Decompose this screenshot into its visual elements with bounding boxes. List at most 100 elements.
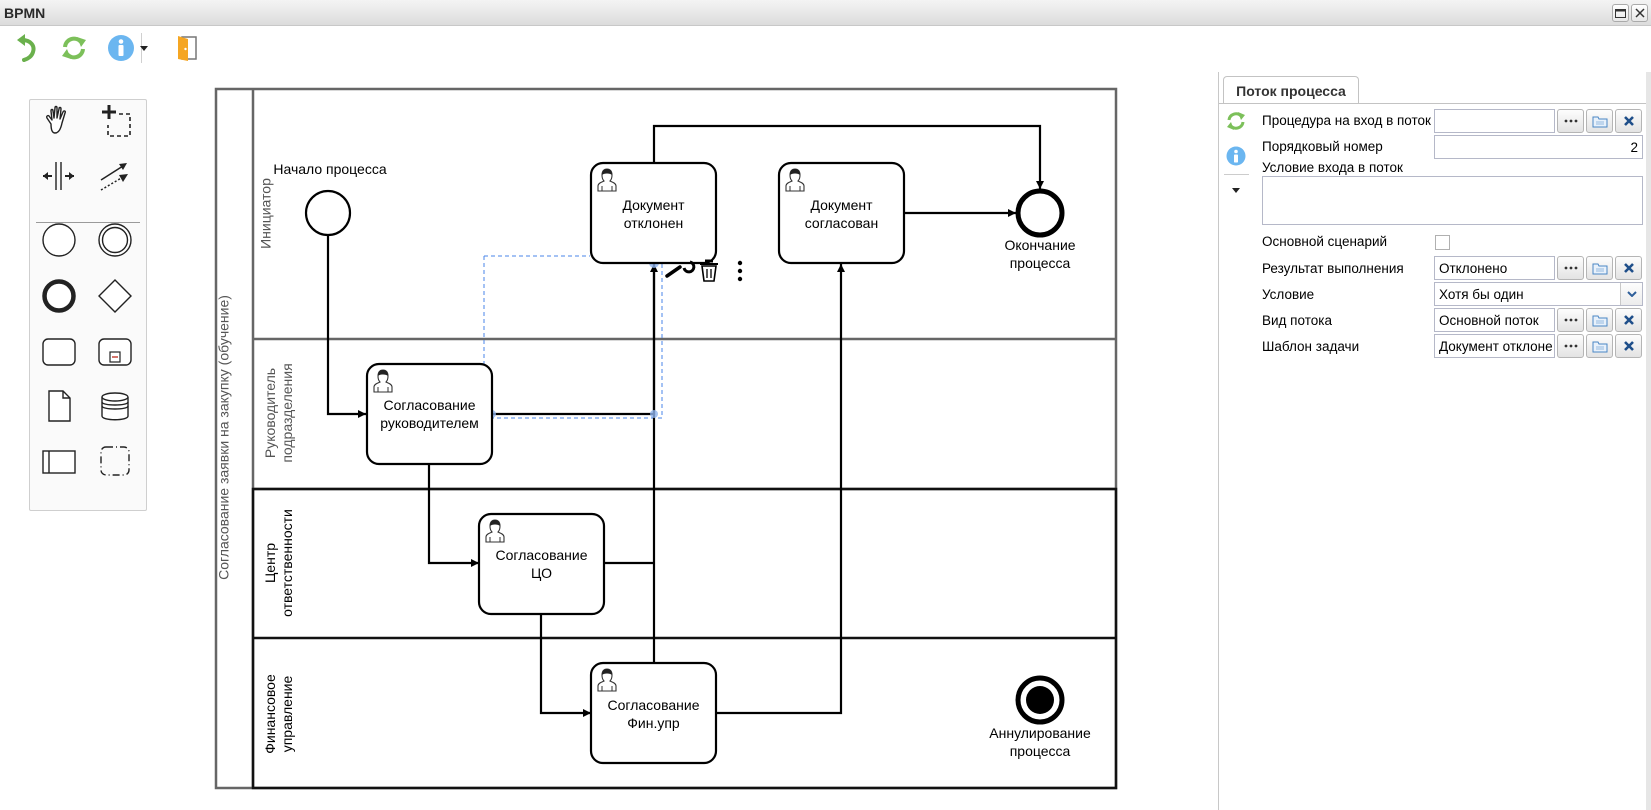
properties-dropdown-button[interactable] [1232,181,1240,196]
more-vertical-icon[interactable] [737,260,743,282]
properties-scrollbar[interactable] [1646,72,1651,810]
condition-select[interactable]: Хотя бы один [1434,282,1643,306]
task-label: Документ согласован [779,196,904,232]
maximize-icon [1615,8,1626,18]
info-properties-button[interactable] [1226,146,1246,169]
execution-result-browse-button[interactable] [1557,256,1584,280]
entry-condition-textarea[interactable] [1262,176,1643,225]
task-tool[interactable] [39,331,79,371]
end-event[interactable] [1015,188,1065,238]
label-line: ЦО [531,565,552,581]
tab-underline [1219,103,1646,104]
label-line: процесса [1009,743,1071,759]
task-document-approved[interactable] [777,161,906,265]
space-tool[interactable] [39,156,79,196]
entry-procedure-field[interactable] [1434,109,1555,133]
flow-type-clear-button[interactable] [1615,308,1642,332]
flow-head-to-co[interactable] [427,464,479,567]
flow-rejected-to-end[interactable] [652,124,1044,189]
task-document-rejected[interactable] [589,161,718,265]
palette-separator [36,222,140,223]
start-event-label: Начало процесса [273,161,387,177]
label-line: Фин.упр [627,715,680,731]
pool-tool[interactable] [39,441,79,481]
lane-label-line: Руководитель [262,367,278,459]
undo-button[interactable] [10,32,42,64]
lane-label-line: Финансовое [262,674,278,754]
task-icon [42,338,76,366]
main-scenario-checkbox[interactable] [1435,235,1450,250]
flow-type-open-button[interactable] [1586,308,1613,332]
properties-panel-border [1218,72,1219,810]
task-fin-approval[interactable] [589,661,718,765]
order-number-field[interactable]: 2 [1434,135,1643,159]
condition-label: Условие [1262,287,1315,302]
folder-icon [1592,315,1607,326]
flow-type-label: Вид потока [1262,313,1332,328]
refresh-properties-button[interactable] [1226,111,1246,134]
cancel-end-event[interactable] [1015,675,1065,725]
flow-type-field[interactable]: Основной поток [1434,308,1555,332]
connect-tool[interactable] [95,156,135,196]
label-line: согласован [804,215,879,231]
intermediate-event-tool[interactable] [95,220,135,260]
execution-result-open-button[interactable] [1586,256,1613,280]
flow-type-browse-button[interactable] [1557,308,1584,332]
flow-start-to-head[interactable] [326,235,366,418]
ellipsis-icon [1564,344,1577,348]
sequence-flows [326,124,1044,717]
execution-result-clear-button[interactable] [1615,256,1642,280]
info-dropdown-button[interactable] [136,32,152,64]
close-window-button[interactable] [1631,4,1648,22]
pool-icon [42,450,76,474]
entry-procedure-clear-button[interactable] [1615,109,1642,133]
execution-result-field[interactable]: Отклонено [1434,256,1555,280]
hand-tool[interactable] [39,101,79,141]
label-line: Согласование [607,697,700,713]
context-pad [665,259,743,282]
task-template-open-button[interactable] [1586,334,1613,358]
ellipsis-icon [1564,119,1577,123]
entry-procedure-open-button[interactable] [1586,109,1613,133]
gateway-tool[interactable] [95,276,135,316]
task-template-label: Шаблон задачи [1262,339,1360,354]
label-line: процесса [1009,255,1071,271]
task-template-browse-button[interactable] [1557,334,1584,358]
caret-down-icon [1232,188,1240,193]
end-event-tool[interactable] [39,276,79,316]
lasso-icon [102,105,131,137]
bpmn-canvas[interactable] [0,0,1210,810]
lasso-tool[interactable] [95,101,135,141]
caret-down-icon [140,45,148,51]
data-object-tool[interactable] [39,386,79,426]
start-event-tool[interactable] [39,220,79,260]
exit-button[interactable] [171,32,203,64]
task-template-clear-button[interactable] [1615,334,1642,358]
info-button[interactable] [105,32,137,64]
toolbar-separator [141,33,142,63]
flow-fin-to-approved[interactable] [716,264,845,715]
wrench-icon[interactable] [665,260,696,278]
trash-icon[interactable] [700,259,718,282]
waypoint-handle[interactable] [650,410,658,418]
condition-dropdown-trigger[interactable] [1620,283,1642,305]
task-head-approval[interactable] [365,362,494,466]
intermediate-event-icon [98,223,132,257]
entry-condition-label: Условие входа в поток [1262,160,1403,175]
order-number-label: Порядковый номер [1262,139,1383,154]
start-event[interactable] [304,189,352,237]
task-template-field[interactable]: Документ отклоне [1434,334,1555,358]
task-co-approval[interactable] [477,512,606,616]
group-tool[interactable] [95,441,135,481]
task-label: Согласование руководителем [367,396,492,432]
subprocess-tool[interactable] [95,331,135,371]
data-store-tool[interactable] [95,386,135,426]
entry-procedure-browse-button[interactable] [1557,109,1584,133]
refresh-button[interactable] [58,32,90,64]
maximize-button[interactable] [1612,4,1629,22]
lane-label-line: управление [279,675,295,753]
flow-co-to-fin[interactable] [539,613,591,717]
tab-process-flow[interactable]: Поток процесса [1223,76,1359,104]
lane-label-head: Руководитель подразделения [262,358,296,468]
start-event-icon [42,223,76,257]
